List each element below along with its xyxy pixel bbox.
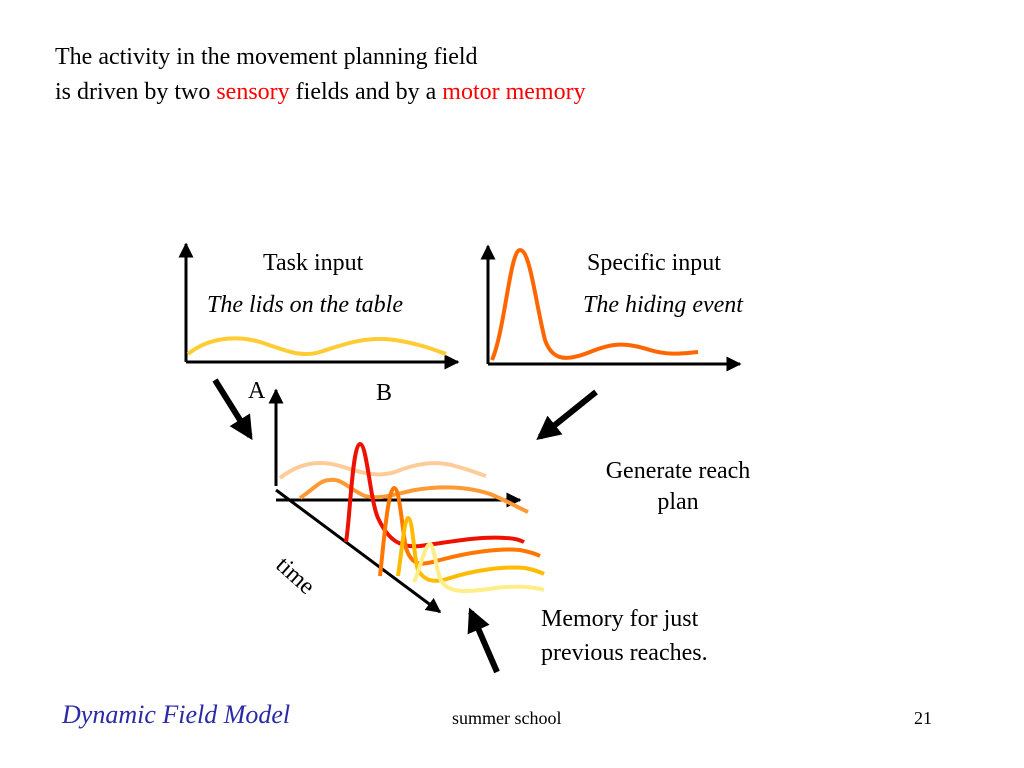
- specific-input-axes: [480, 244, 742, 372]
- time-axis: [275, 488, 442, 614]
- footer-course-title: Dynamic Field Model: [62, 700, 291, 729]
- specific-input-curve: [490, 247, 699, 361]
- generate-line-1: Generate reach: [605, 458, 751, 484]
- task-input-subtitle: The lids on the table: [207, 292, 403, 318]
- task-input-curve: [186, 336, 447, 357]
- task-input-axes: [178, 242, 460, 370]
- specific-input-title: Specific input: [587, 250, 721, 276]
- generate-line-2: plan: [657, 489, 699, 515]
- memory-line-1: Memory for just: [541, 606, 699, 632]
- specific-input-subtitle: The hiding event: [583, 292, 743, 318]
- field-curve-1: [278, 460, 487, 480]
- specific-to-field-arrow: [536, 389, 598, 441]
- title-line-2-mid: fields and by a: [289, 79, 443, 105]
- slide-title: The activity in the movement planning fi…: [55, 40, 586, 110]
- page-number: 21: [914, 708, 932, 728]
- generate-reach-plan-label: Generate reach plan: [592, 458, 764, 516]
- footer-event: summer school: [452, 708, 562, 728]
- task-input-title: Task input: [263, 250, 364, 276]
- field-curve-2: [298, 477, 529, 514]
- title-sensory-word: sensory: [216, 79, 290, 105]
- task-to-field-arrow: [212, 378, 253, 441]
- title-motor-memory: motor memory: [442, 79, 586, 105]
- field-curve-5: [396, 515, 545, 583]
- field-curve-3-peak: [344, 441, 525, 549]
- title-line-2-prefix: is driven by two: [55, 79, 217, 105]
- location-b-label: B: [376, 380, 393, 406]
- field-curve-6: [412, 541, 545, 594]
- memory-arrow: [467, 607, 500, 674]
- title-line-2: is driven by two sensory fields and by a…: [55, 75, 586, 110]
- memory-label: Memory for just previous reaches.: [541, 602, 708, 670]
- title-line-1: The activity in the movement planning fi…: [55, 44, 478, 70]
- location-a-label: A: [248, 378, 266, 404]
- memory-line-2: previous reaches.: [541, 640, 708, 666]
